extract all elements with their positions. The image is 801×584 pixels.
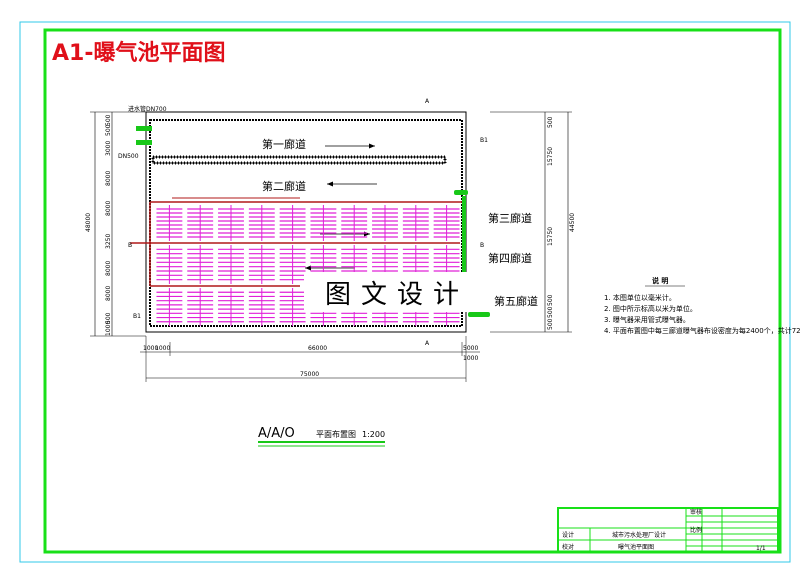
title-block-scale-label: 比例 — [690, 526, 702, 534]
corridor-4-label: 第四廊道 — [488, 251, 532, 265]
bottom-dimension-chain — [140, 336, 480, 382]
right-segment-dim: 500 — [547, 294, 554, 306]
left-segment-dim: 3250 — [105, 234, 112, 249]
bottom-dim-3: 5000 — [463, 345, 478, 352]
corridor-3-label: 第三廊道 — [488, 211, 532, 225]
title-block-drawing-name: 曝气池平面图 — [618, 543, 654, 551]
section-mark-b1-right: B1 — [480, 137, 488, 144]
note-4: 4. 平面布置图中每三廊道曝气器布设密度为每2400个，共计7200个。 — [604, 326, 801, 335]
total-length-dimension: 75000 — [300, 371, 319, 378]
air-pipe-network — [130, 197, 462, 287]
title-block-sheet: 1/1 — [756, 545, 766, 552]
bottom-dim-1: 1000 — [143, 345, 158, 352]
right-segment-dim: 15750 — [547, 147, 554, 166]
drawing-frame — [43, 28, 782, 554]
right-segment-dim: 500 — [547, 306, 554, 318]
plan-scale: 1:200 — [362, 430, 385, 439]
inlet-pipe-label: 进水管DN700 — [128, 105, 167, 113]
note-1: 1. 本图单位以毫米计。 — [604, 293, 676, 302]
note-2: 2. 图中所示标高以米为单位。 — [604, 304, 697, 313]
inner-length-dimension: 66000 — [308, 345, 327, 352]
title-block-project: 城市污水处理厂设计 — [612, 531, 666, 539]
left-segment-dim: 8000 — [105, 286, 112, 301]
left-segment-dim: 8000 — [105, 261, 112, 276]
left-segment-dim: 1000 — [105, 321, 112, 336]
title-block-row-3: 审核 — [690, 508, 702, 516]
section-mark-b-left: B — [128, 242, 132, 249]
notes-title: 说 明 — [652, 276, 668, 285]
left-dimension-chain — [90, 111, 146, 337]
left-segment-dim: 8000 — [105, 171, 112, 186]
watermark-text: 图文设计 — [324, 279, 469, 310]
corridor-2-label: 第二廊道 — [262, 179, 306, 193]
corridor-1-label: 第一廊道 — [262, 137, 306, 151]
section-mark-a-top: A — [425, 98, 430, 105]
note-3: 3. 曝气器采用管式曝气器。 — [604, 315, 690, 324]
section-mark-b1-left: B1 — [133, 313, 141, 320]
left-segment-dim: 500 — [105, 114, 112, 126]
left-total-dimension: 48000 — [85, 213, 92, 232]
right-dimension-chain — [490, 111, 572, 333]
section-mark-b-right: B — [480, 242, 484, 249]
right-total-dimension: 44500 — [569, 213, 576, 232]
left-segment-dim: 8000 — [105, 201, 112, 216]
second-pipe-label: DN500 — [118, 153, 139, 160]
bottom-dim-4: 1000 — [463, 355, 478, 362]
partition-wall-1-hatch — [151, 155, 447, 165]
bottom-dim-2: 1000 — [155, 345, 170, 352]
title-block — [557, 507, 779, 553]
right-segment-dim: 15750 — [547, 227, 554, 246]
title-block-row-2: 校对 — [562, 543, 574, 551]
corridor-5-label: 第五廊道 — [494, 294, 538, 308]
left-segment-dim: 500 — [105, 124, 112, 136]
plan-caption: 平面布置图 — [316, 429, 356, 439]
title-block-row-1: 设计 — [562, 531, 574, 539]
drawing-title: A1-曝气池平面图 — [52, 40, 225, 66]
plan-caption-prefix: A/A/O — [258, 426, 295, 441]
section-mark-a-bottom: A — [425, 340, 430, 347]
right-segment-dim: 500 — [547, 116, 554, 128]
left-segment-dim: 3000 — [105, 141, 112, 156]
left-segment-dim: 500 — [105, 312, 112, 324]
inlet-fittings — [136, 126, 490, 317]
outer-sheet-border — [19, 21, 791, 563]
watermark-overlay: 图文设计 — [304, 272, 490, 312]
right-segment-dim: 500 — [547, 318, 554, 330]
